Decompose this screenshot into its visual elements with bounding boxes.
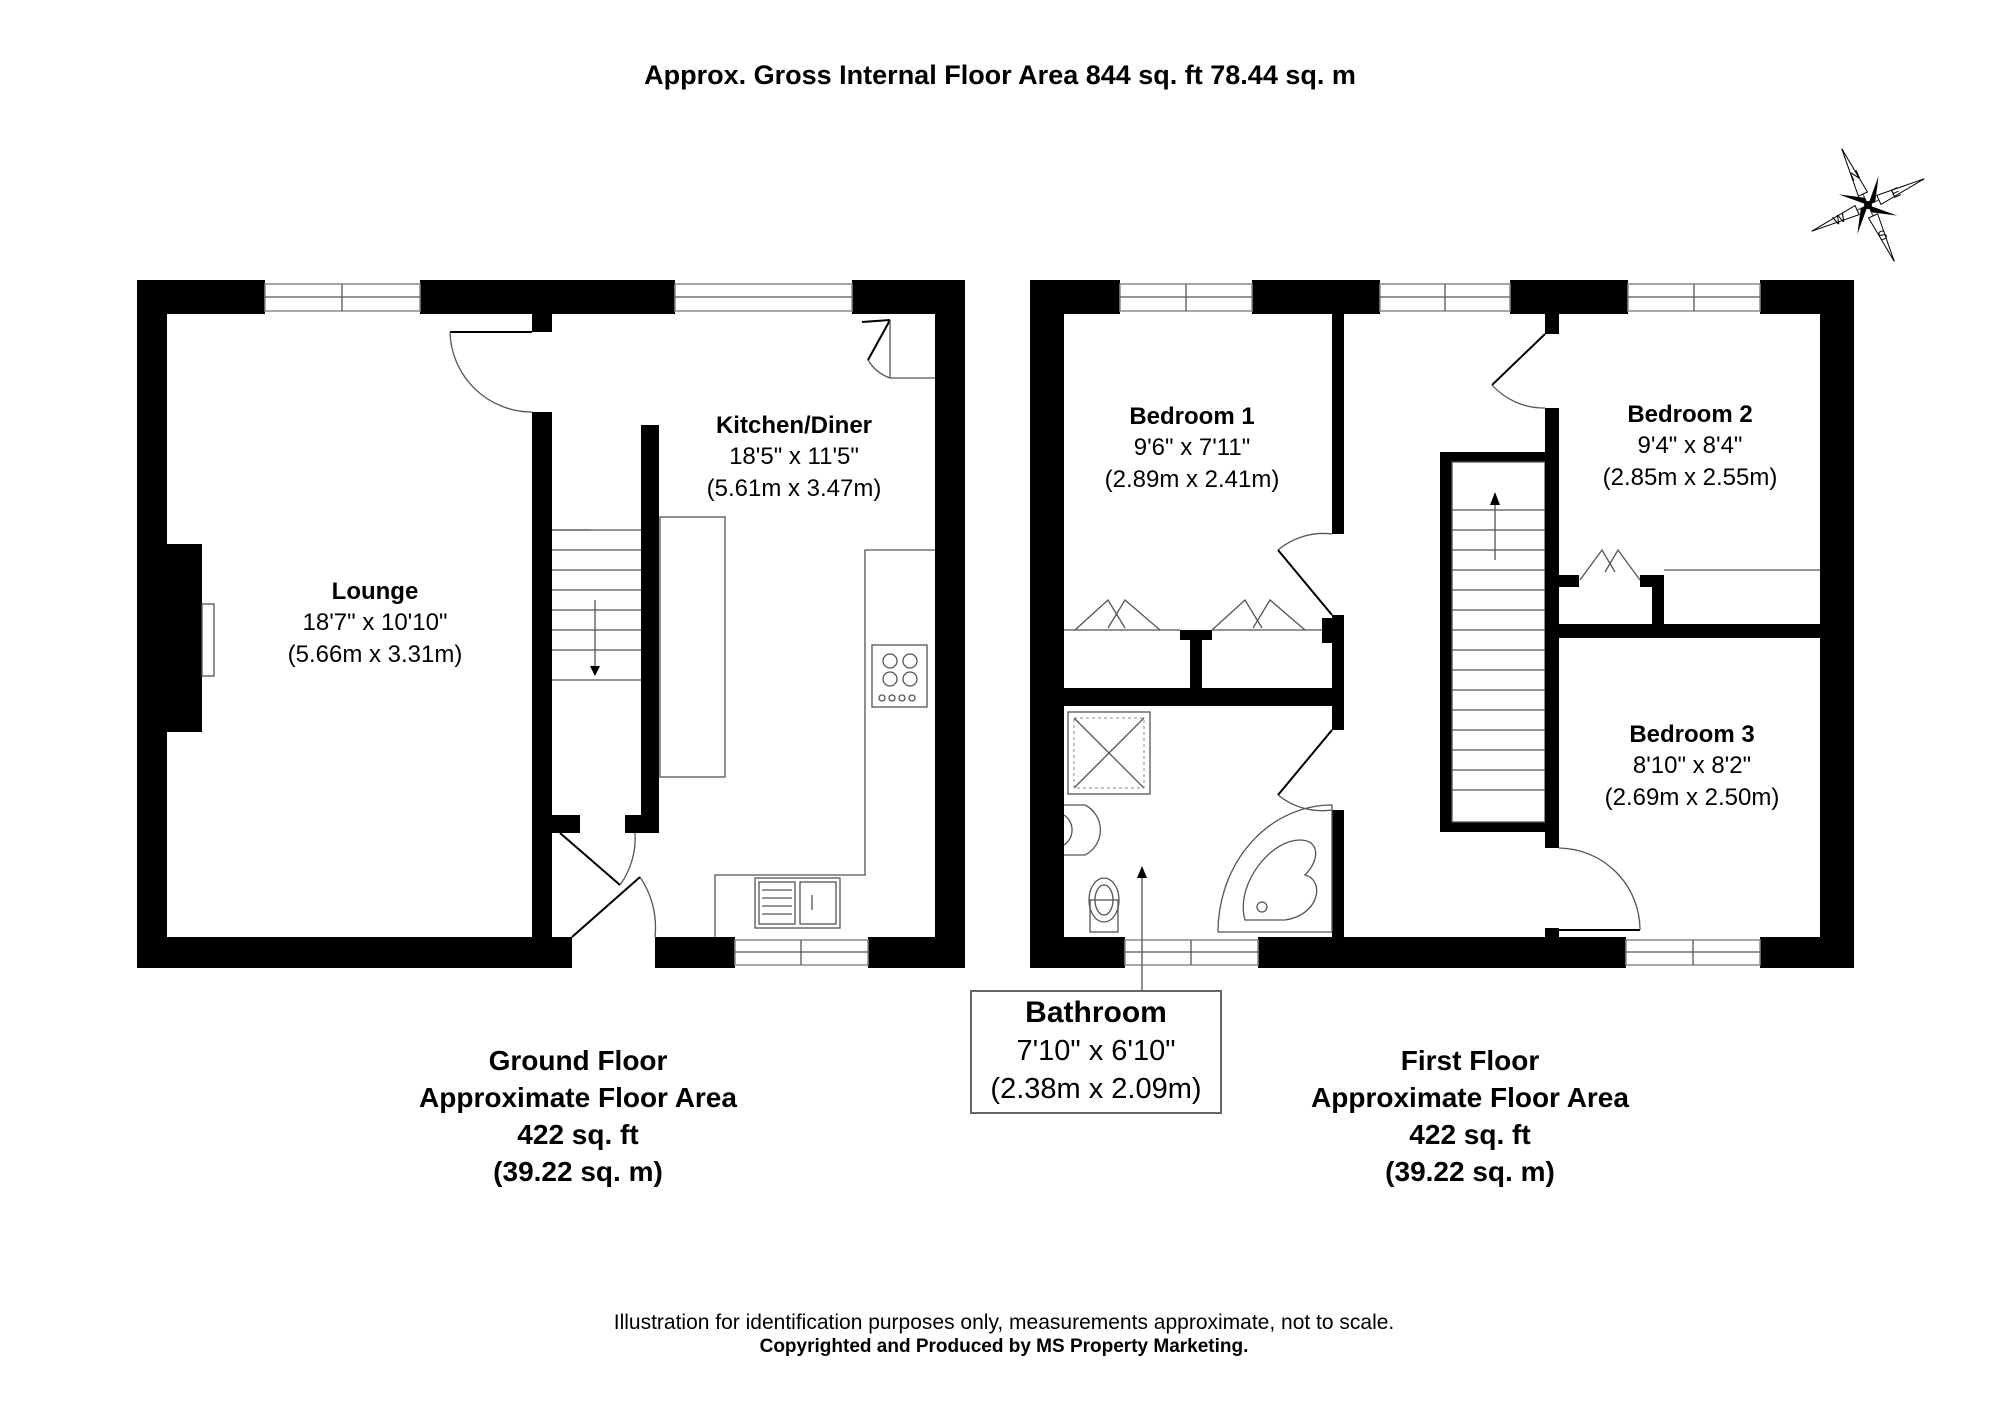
room-label-bedroom3: Bedroom 3 8'10" x 8'2" (2.69m x 2.50m) [1605,720,1780,814]
room-dim-metric: (2.38m x 2.09m) [990,1073,1202,1105]
room-dim-metric: (5.66m x 3.31m) [287,641,463,668]
room-dim-metric: (2.69m x 2.50m) [1604,784,1780,811]
room-dim-imperial: 18'5" x 11'5" [729,443,859,470]
room-label-bedroom2: Bedroom 2 9'4" x 8'4" (2.85m x 2.55m) [1603,400,1778,494]
room-name: Bedroom 1 [1129,403,1255,430]
room-dim-metric: (2.85m x 2.55m) [1602,464,1778,491]
room-name: Lounge [331,578,419,605]
room-dim-imperial: 8'10" x 8'2" [1632,752,1752,779]
ground-floor-area-label: Ground Floor Approximate Floor Area 422 … [419,1042,737,1190]
first-floor-plan [1030,280,1854,990]
ground-floor-plan [137,280,965,968]
copyright-text: Copyrighted and Produced by MS Property … [759,1336,1249,1357]
floor-area-sqft: 422 sq. ft [1409,1119,1531,1150]
room-name: Kitchen/Diner [715,412,873,439]
room-name: Bathroom [1025,996,1167,1029]
floor-area-sqm: (39.22 sq. m) [493,1156,663,1187]
room-dim-imperial: 18'7" x 10'10" [302,609,448,636]
compass-rose: N E S W [1811,148,1925,262]
floor-area-sqft: 422 sq. ft [517,1119,639,1150]
room-dim-metric: (5.61m x 3.47m) [706,475,882,502]
room-dim-imperial: 9'6" x 7'11" [1133,434,1251,461]
floor-area-caption: Approximate Floor Area [1311,1082,1629,1113]
room-name: Bedroom 3 [1629,721,1755,748]
room-label-kitchen: Kitchen/Diner 18'5" x 11'5" (5.61m x 3.4… [707,411,882,505]
room-dim-imperial: 7'10" x 6'10" [1016,1035,1176,1067]
page-title: Approx. Gross Internal Floor Area 844 sq… [644,60,1356,90]
floor-name: Ground Floor [488,1045,668,1076]
room-name: Bedroom 2 [1627,401,1753,428]
room-dim-metric: (2.89m x 2.41m) [1104,466,1280,493]
bathroom-callout: Bathroom 7'10" x 6'10" (2.38m x 2.09m) [970,990,1222,1114]
first-floor-area-label: First Floor Approximate Floor Area 422 s… [1311,1042,1629,1190]
disclaimer-text: Illustration for identification purposes… [613,1311,1395,1334]
floor-area-sqm: (39.22 sq. m) [1385,1156,1555,1187]
room-label-lounge: Lounge 18'7" x 10'10" (5.66m x 3.31m) [288,577,463,671]
room-dim-imperial: 9'4" x 8'4" [1637,432,1743,459]
floor-area-caption: Approximate Floor Area [419,1082,737,1113]
room-label-bedroom1: Bedroom 1 9'6" x 7'11" (2.89m x 2.41m) [1105,402,1280,496]
floor-name: First Floor [1400,1045,1540,1076]
